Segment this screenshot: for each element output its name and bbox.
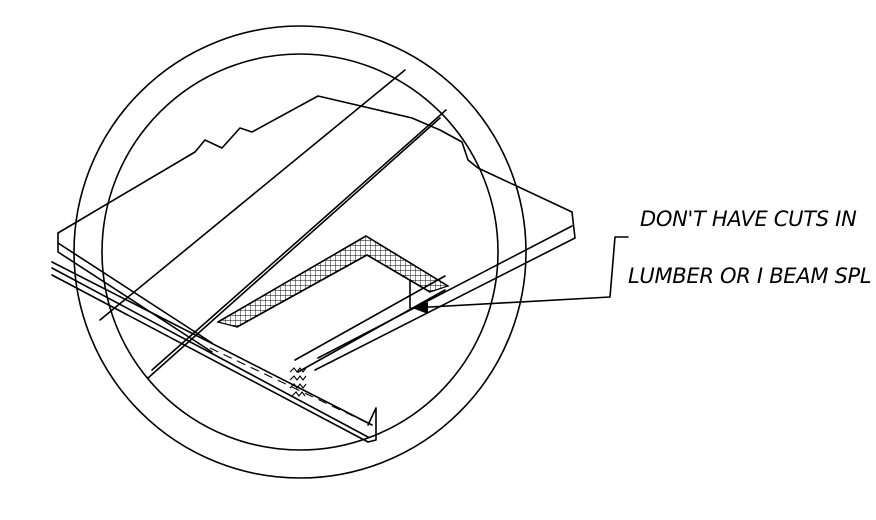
joist-lumber [51, 261, 446, 443]
callout-line-1: DON'T HAVE CUTS IN [640, 207, 857, 231]
cut-marks [289, 367, 307, 397]
floor-opening [216, 235, 450, 328]
callout-line-2: LUMBER OR I BEAM SPL [628, 264, 871, 288]
floor-panel [57, 95, 576, 371]
prohibition-circle [73, 25, 527, 479]
prohibition-bar [99, 69, 447, 379]
callout-leader [411, 236, 629, 314]
